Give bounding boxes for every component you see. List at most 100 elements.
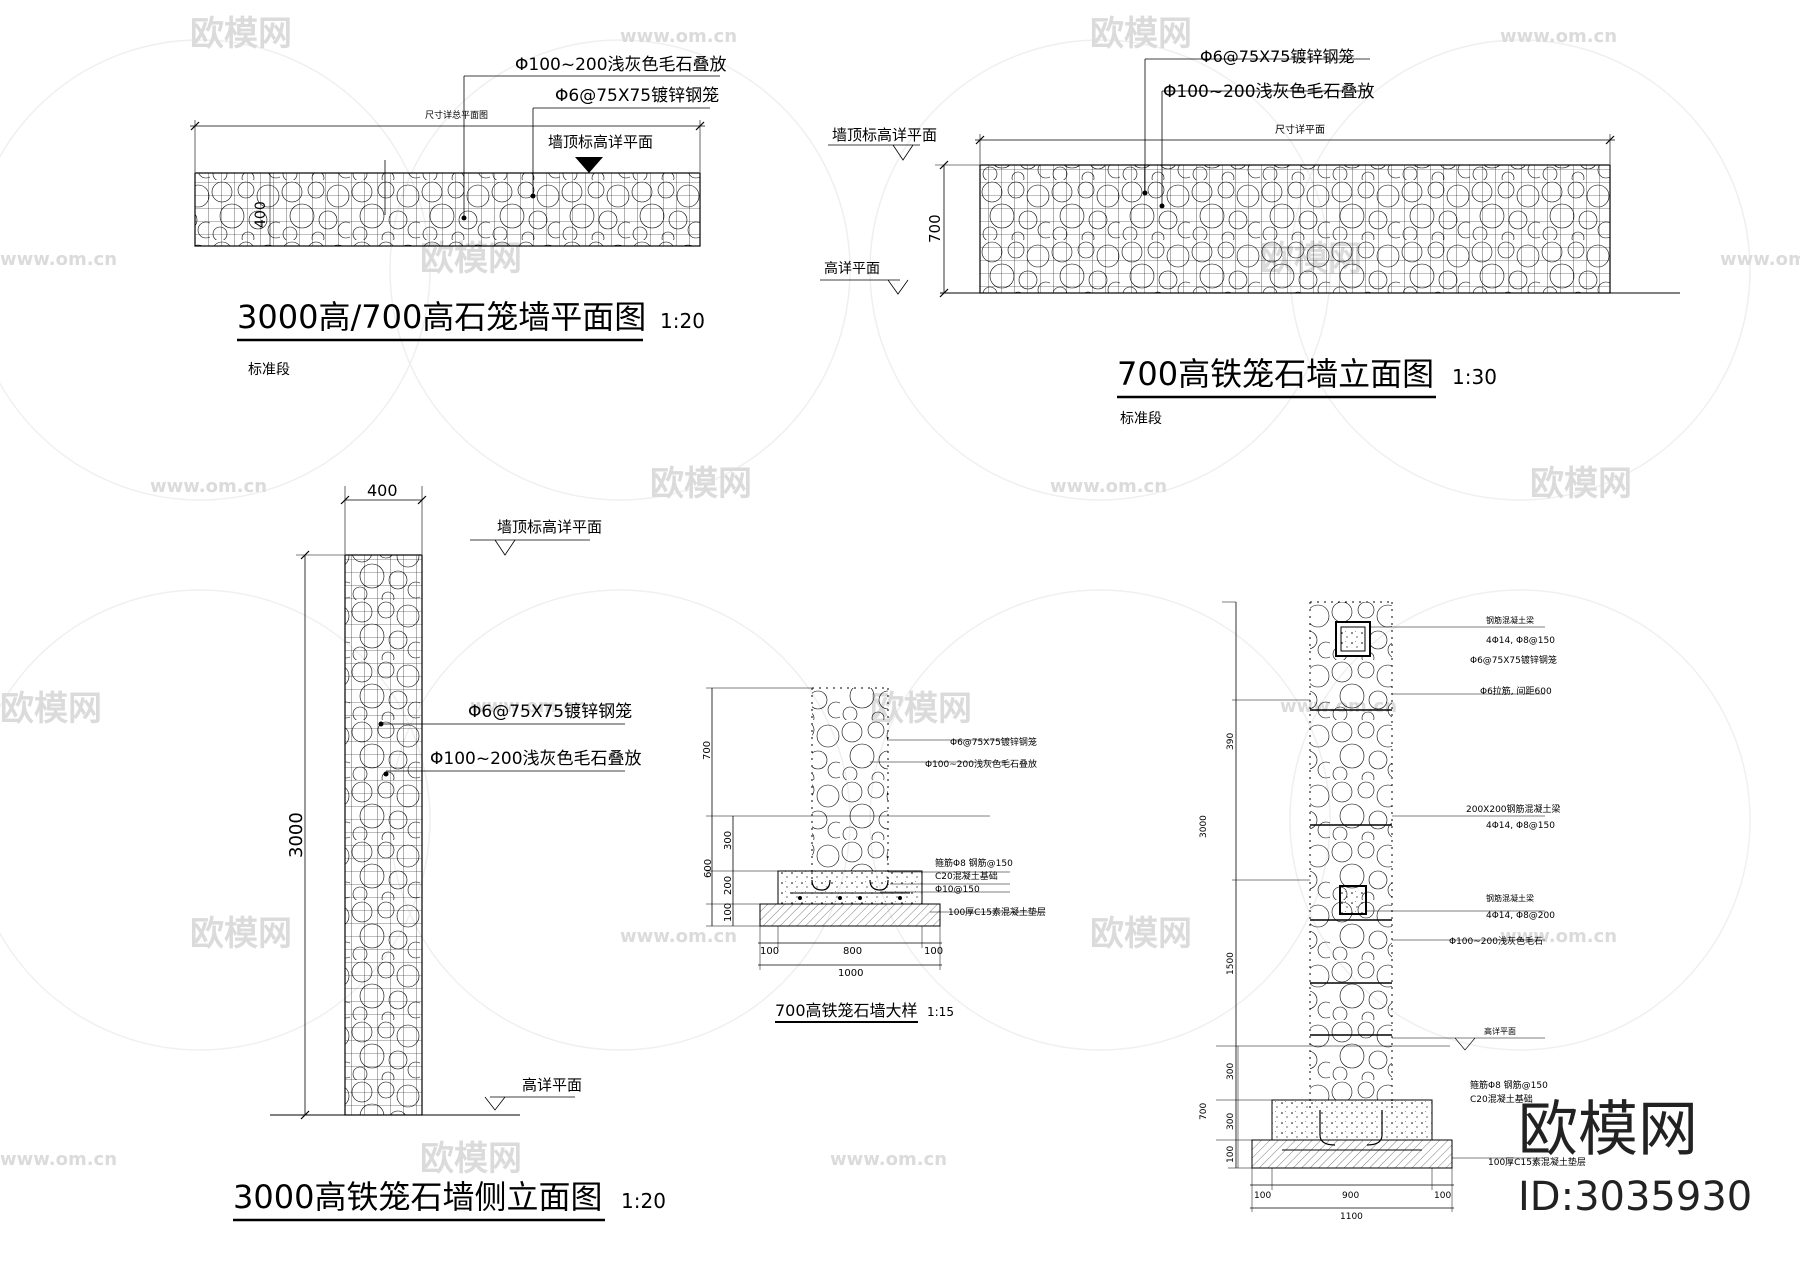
detail3000-note-footing: C20混凝土基础	[1470, 1093, 1533, 1105]
detail700-note-bar: Φ10@150	[935, 885, 980, 895]
plan-note-stone: Φ100~200浅灰色毛石叠放	[515, 55, 727, 75]
brand-name: 欧模网	[1518, 1095, 1698, 1165]
elev700-dim-700: 700	[926, 214, 944, 243]
side3000-title: 3000高铁笼石墙侧立面图	[233, 1178, 602, 1216]
plan-dim-label: 尺寸详总平面图	[425, 109, 488, 121]
detail700-dim-700: 700	[702, 741, 713, 760]
side3000-scale: 1:20	[621, 1189, 666, 1213]
watermark-url: www.om.cn	[830, 1149, 947, 1170]
detail3000-dim-300a: 300	[1226, 1063, 1236, 1080]
watermark-logo: 欧模网	[650, 464, 752, 504]
side3000-drawing: 400 3000 墙顶标高详平面 高详平面 Φ6@75X75镀锌钢笼 Φ100~…	[233, 481, 666, 1222]
detail700-note-stone: Φ100~200浅灰色毛石叠放	[925, 758, 1037, 770]
detail700-drawing: 700 600 300 200 100 100 800 100 1000 Φ6@…	[702, 687, 1046, 1023]
watermark-url: www.om.cn	[1050, 476, 1167, 497]
elev700-bottom-level: 高详平面	[824, 260, 880, 277]
brand-id: ID:3035930	[1518, 1174, 1752, 1220]
detail3000-dim-1500: 1500	[1226, 952, 1236, 975]
watermark-logo: 欧模网	[1090, 914, 1192, 954]
side3000-top-level: 墙顶标高详平面	[497, 518, 602, 536]
watermark-logo: 欧模网	[1090, 14, 1192, 54]
detail700-base-800: 800	[843, 946, 862, 957]
plan-note-top: 墙顶标高详平面	[548, 133, 653, 151]
watermark-url: www.om.cn	[1500, 26, 1617, 47]
watermark-url: www.om.cn	[0, 249, 117, 270]
detail3000-note-beam-mid: 200X200钢筋混凝土梁	[1466, 803, 1561, 815]
detail700-base-100b: 100	[924, 946, 943, 957]
detail3000-base-900: 900	[1342, 1191, 1359, 1201]
elev700-note-stone: Φ100~200浅灰色毛石叠放	[1163, 82, 1375, 102]
detail3000-note-rebar-low: 4Φ14, Φ8@200	[1486, 911, 1555, 921]
plan-scale: 1:20	[660, 309, 705, 333]
detail3000-note-stone: Φ100~200浅灰色毛石	[1449, 935, 1543, 947]
elev700-note-mesh: Φ6@75X75镀锌钢笼	[1200, 47, 1354, 66]
detail3000-note-beam-top: 钢筋混凝土梁	[1486, 615, 1534, 625]
detail700-note-blinding: 100厚C15素混凝土垫层	[948, 906, 1046, 918]
detail3000-note-rebar-mid: 4Φ14, Φ8@150	[1486, 821, 1555, 831]
detail3000-dim-100: 100	[1226, 1146, 1236, 1163]
detail3000-dim-3000: 3000	[1199, 815, 1209, 838]
plan-gabion-mesh	[194, 172, 701, 247]
side3000-note-stone: Φ100~200浅灰色毛石叠放	[430, 749, 642, 769]
watermark-url: www.om.cn	[150, 476, 267, 497]
watermark-layer: 欧模网 欧模网 欧模网 欧模网 欧模网 欧模网 欧模网 欧模网 欧模网 欧模网 …	[0, 14, 1800, 1179]
detail3000-blinding	[1251, 1139, 1453, 1169]
watermark-logo: 欧模网	[420, 1139, 522, 1179]
detail3000-base-100a: 100	[1254, 1191, 1271, 1201]
elev700-drawing: 尺寸详平面 700 墙顶标高详平面 高详平面 Φ6@75X75镀锌钢笼 Φ100…	[820, 47, 1680, 427]
detail700-footing	[777, 870, 923, 905]
detail700-note-stirrup: 箍筋Φ8 钢筋@150	[935, 857, 1013, 869]
watermark-url: www.om.cn	[470, 696, 587, 717]
detail3000-note-rebar-top: 4Φ14, Φ8@150	[1486, 636, 1555, 646]
watermark-logo: 欧模网	[1530, 464, 1632, 504]
detail3000-dim-700: 700	[1199, 1103, 1209, 1120]
plan-drawing: 尺寸详总平面图 400 Φ100~200浅灰色毛石叠放 Φ6@75X75镀锌钢笼…	[190, 55, 727, 378]
detail700-dim-300: 300	[723, 831, 734, 850]
watermark-url: www.om.cn	[1500, 926, 1617, 947]
watermark-url: www.om.cn	[0, 1149, 117, 1170]
side3000-note-mesh: Φ6@75X75镀锌钢笼	[468, 702, 632, 722]
detail3000-footing	[1271, 1099, 1433, 1141]
detail700-note-mesh: Φ6@75X75镀锌钢笼	[950, 736, 1037, 748]
elev700-top-level: 墙顶标高详平面	[832, 126, 937, 144]
detail700-scale: 1:15	[927, 1005, 954, 1019]
watermark-url: www.om.cn	[1720, 249, 1800, 270]
detail700-note-footing: C20混凝土基础	[935, 870, 998, 882]
plan-subtitle: 标准段	[248, 362, 290, 378]
watermark-url: www.om.cn	[620, 926, 737, 947]
detail700-title: 700高铁笼石墙大样	[775, 1001, 918, 1020]
elev700-subtitle: 标准段	[1120, 411, 1162, 427]
brand-stamp: 欧模网 ID:3035930	[1518, 1095, 1752, 1220]
detail3000-gabion-stones	[1310, 602, 1392, 1100]
detail3000-note-beam-low: 钢筋混凝土梁	[1486, 893, 1534, 903]
detail3000-note-mesh: Φ6@75X75镀锌钢笼	[1470, 654, 1557, 666]
plan-dim-400: 400	[253, 201, 269, 228]
side3000-bottom-level: 高详平面	[522, 1076, 582, 1094]
detail3000-note-blinding: 100厚C15素混凝土垫层	[1488, 1156, 1586, 1168]
detail700-dim-100: 100	[723, 903, 734, 922]
detail3000-mid-beam	[1339, 885, 1367, 915]
watermark-logo: 欧模网	[190, 914, 292, 954]
side3000-gabion-mesh	[344, 554, 423, 1116]
elev700-gabion-mesh	[979, 164, 1611, 294]
detail700-dim-600: 600	[703, 859, 714, 878]
detail3000-drawing: 390 3000 1500 300 700 300 100 100 900 10…	[1199, 601, 1586, 1222]
watermark-logo: 欧模网	[0, 689, 102, 729]
detail700-gabion-stones	[812, 688, 888, 871]
watermark-logo: 欧模网	[190, 14, 292, 54]
elev700-scale: 1:30	[1452, 365, 1497, 389]
detail700-blinding	[759, 903, 941, 927]
elev700-dim-label: 尺寸详平面	[1275, 123, 1325, 136]
watermark-url: www.om.cn	[620, 26, 737, 47]
detail3000-base-100b: 100	[1434, 1191, 1451, 1201]
detail3000-base-1100: 1100	[1340, 1212, 1363, 1222]
detail3000-note-stirrup: 箍筋Φ8 钢筋@150	[1470, 1079, 1548, 1091]
side3000-dim-height: 3000	[286, 812, 307, 858]
side3000-dim-width: 400	[367, 481, 398, 500]
detail3000-note-level: 高详平面	[1484, 1026, 1516, 1036]
detail700-dim-200: 200	[723, 876, 734, 895]
detail700-base-100a: 100	[760, 946, 779, 957]
elev700-title: 700高铁笼石墙立面图	[1117, 355, 1434, 393]
plan-note-mesh: Φ6@75X75镀锌钢笼	[555, 86, 719, 106]
detail3000-dim-390: 390	[1226, 733, 1236, 750]
